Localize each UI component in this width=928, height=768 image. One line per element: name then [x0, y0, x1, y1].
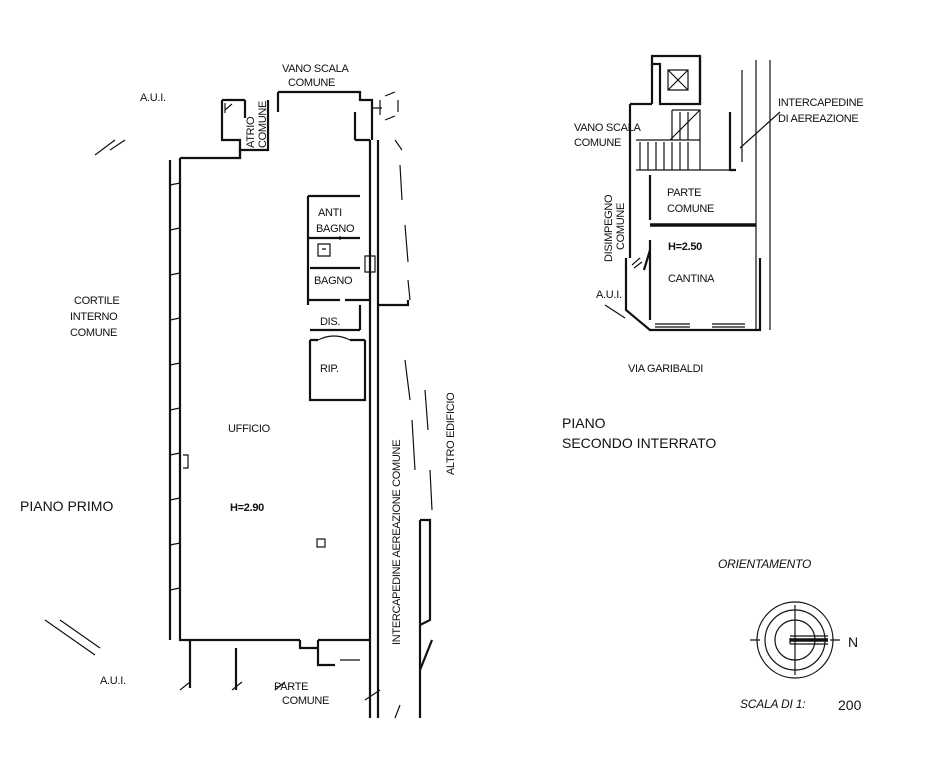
bathroom-fixtures	[317, 236, 376, 273]
stair-diagonal	[669, 109, 701, 141]
piano-primo-label: PIANO PRIMO	[20, 498, 113, 514]
bottom-ticks	[179, 681, 286, 691]
cortile-diag-bottom	[44, 619, 101, 656]
basement-outer-walls	[624, 56, 762, 332]
bottom-walls	[188, 640, 335, 690]
stair-walls	[276, 90, 374, 140]
atrio-walls	[220, 98, 270, 158]
aui-top-label: A.U.I.	[140, 92, 166, 104]
atrio-label-2: COMUNE	[257, 101, 269, 148]
first-floor-plan	[44, 90, 434, 719]
parte-comune-label-2: COMUNE	[282, 695, 329, 707]
left-wall-ticks	[169, 182, 181, 591]
cortile-label-2: INTERNO	[70, 311, 118, 323]
left-wall-shades	[183, 454, 189, 469]
disimpegno-label-2: COMUNE	[615, 203, 627, 250]
basement-aui-label: A.U.I.	[596, 289, 622, 301]
lift-shaft-cross	[667, 69, 689, 91]
basement-stair-label-1: VANO SCALA	[574, 122, 641, 134]
cantina-walls	[642, 240, 652, 320]
disimpegno-label-1: DISIMPEGNO	[603, 194, 615, 262]
intercapedine-label: INTERCAPEDINE AEREAZIONE COMUNE	[391, 440, 403, 645]
rip-door-arc	[317, 335, 351, 341]
basement-parte-label-2: COMUNE	[667, 203, 714, 215]
basement-intercapedine-label-1: INTERCAPEDINE	[778, 97, 863, 109]
intercapedine-wall	[376, 140, 410, 718]
basement-parte-label-1: PARTE	[667, 187, 701, 199]
atrio-label-1: ATRIO	[245, 116, 257, 148]
scale-value: 200	[838, 697, 862, 713]
rip-label: RIP.	[320, 363, 339, 375]
piano-label-2: SECONDO INTERRATO	[562, 435, 716, 451]
atrio-label-group: ATRIO COMUNE	[245, 101, 269, 148]
ufficio-label: UFFICIO	[228, 423, 271, 435]
basement-intercapedine-label-2: DI AEREAZIONE	[778, 113, 858, 125]
rip-walls	[308, 338, 367, 402]
basement-diag-marks	[604, 111, 781, 319]
parte-comune-walls	[648, 175, 756, 227]
cantina-windows	[655, 323, 745, 328]
parte-comune-label-1: PARTE	[274, 681, 308, 693]
dis-label: DIS.	[320, 316, 340, 328]
cortile-diag-top	[94, 139, 126, 156]
north-arrow-symbol	[750, 601, 840, 679]
bottom-ticks-right	[340, 659, 381, 701]
aui-bottom-label: A.U.I.	[100, 675, 126, 687]
cantina-height-label: H=2.50	[668, 241, 702, 253]
north-label: N	[848, 634, 858, 650]
disimpegno-label-group: DISIMPEGNO COMUNE	[603, 194, 627, 262]
basement-right-walls	[741, 60, 771, 330]
bagno-label: BAGNO	[314, 275, 353, 287]
pillar-marker	[316, 538, 326, 548]
atrio-door	[224, 103, 233, 113]
door-mark	[631, 257, 643, 269]
anti-bagno-label-1: ANTI	[318, 207, 342, 219]
lift-shaft-walls	[650, 54, 702, 106]
basement-stair-label-2: COMUNE	[574, 137, 621, 149]
street-label: VIA GARIBALDI	[628, 363, 703, 375]
dis-walls	[310, 305, 362, 332]
cortile-label-1: CORTILE	[74, 295, 119, 307]
altro-edificio-wall	[418, 518, 434, 718]
altro-edificio-dashes	[404, 359, 433, 511]
cortile-label-3: COMUNE	[70, 327, 117, 339]
anti-bagno-label-2: BAGNO	[316, 223, 355, 235]
stair-right-mark	[372, 100, 382, 115]
basement-stairs	[636, 109, 736, 171]
right-tick-lines	[384, 91, 403, 151]
stair-label-2: COMUNE	[288, 77, 335, 89]
piano-label-1: PIANO	[562, 415, 606, 431]
intercapedine-dashes	[394, 164, 411, 719]
basement-plan	[604, 54, 781, 332]
bathroom-block-walls	[306, 194, 370, 305]
office-height-label: H=2.90	[230, 502, 264, 514]
cantina-label: CANTINA	[668, 273, 715, 285]
scale-label: SCALA DI 1:	[740, 697, 805, 711]
orientation-title: ORIENTAMENTO	[718, 557, 811, 571]
stair-label-1: VANO SCALA	[282, 63, 349, 75]
altro-edificio-label: ALTRO EDIFICIO	[445, 392, 457, 475]
